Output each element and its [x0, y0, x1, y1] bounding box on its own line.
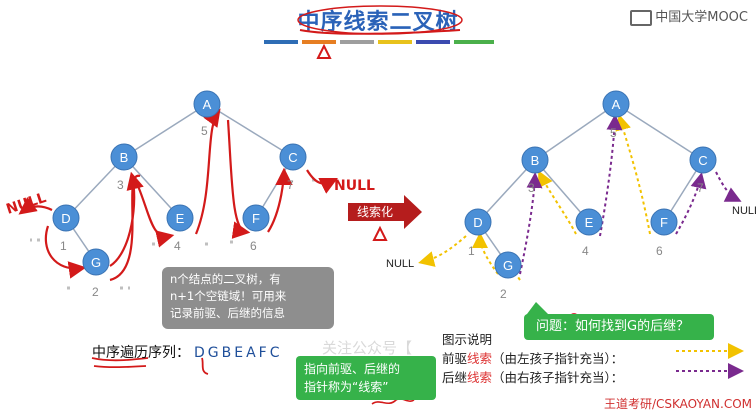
legend: 图示说明 前驱线索（由左孩子指针充当）： 后继线索（由右孩子指针充当）：	[442, 330, 623, 387]
svg-text:D: D	[473, 215, 482, 230]
right-node-D: D	[464, 208, 492, 236]
right-node-E: E	[575, 208, 603, 236]
svg-text:C: C	[698, 153, 707, 168]
svg-text:2: 2	[500, 287, 507, 301]
right-node-B: B	[521, 146, 549, 174]
legend-succ-row: 后继线索（由右孩子指针充当）：	[442, 370, 624, 385]
svg-text:6: 6	[250, 239, 257, 253]
title-circle	[297, 5, 463, 35]
left-node-E: E	[166, 204, 194, 232]
right-node-F: F	[650, 208, 678, 236]
left-node-C: C	[279, 143, 307, 171]
svg-text:7: 7	[287, 178, 294, 192]
svg-text:F: F	[252, 211, 260, 226]
svg-text:B: B	[120, 150, 129, 165]
right-null-right: NULL	[732, 205, 756, 217]
gray-note: n个结点的二叉树，有 n+1个空链域！可用来 记录前驱、后继的信息	[162, 267, 334, 329]
legend-pred-row: 前驱线索（由左孩子指针充当）：	[442, 351, 624, 366]
svg-text:6: 6	[656, 244, 663, 258]
svg-text:A: A	[612, 97, 621, 112]
succ-threads	[519, 114, 742, 275]
site-footer: 王道考研/CSKAOYAN.COM	[603, 397, 752, 411]
right-tree-nodes: A B C D E F G	[464, 90, 717, 279]
inorder-sequence: 中序遍历序列：DGBEAFC	[92, 342, 282, 362]
gray-note-line3: 记录前驱、后继的信息	[170, 306, 285, 320]
svg-text:G: G	[503, 258, 513, 273]
pointer-note-line2: 指针称为“线索”	[304, 380, 389, 394]
gray-note-line2: n+1个空链域！可用来	[170, 289, 287, 303]
thread-arrow-label: 线索化	[357, 205, 393, 219]
svg-text:E: E	[585, 215, 594, 230]
pointer-note-line1: 指向前驱、后继的	[304, 362, 401, 376]
svg-text:E: E	[176, 211, 185, 226]
question-callout: 问题：如何找到G的后继？	[524, 314, 714, 340]
right-node-C: C	[689, 146, 717, 174]
svg-text:D: D	[61, 211, 70, 226]
left-node-F: F	[242, 204, 270, 232]
svg-text:4: 4	[582, 244, 589, 258]
left-node-G: G	[82, 248, 110, 276]
inorder-label: 中序遍历序列：	[92, 345, 190, 361]
seq-mark	[201, 357, 209, 375]
left-null-stubs	[30, 178, 320, 290]
inorder-value: DGBEAFC	[194, 345, 283, 361]
title-mark	[316, 43, 332, 59]
left-null-label-1: NULL	[4, 190, 48, 218]
left-tree-nodes: A B C D E F G	[52, 90, 307, 276]
left-null-label-2: NULL	[334, 178, 375, 194]
svg-text:5: 5	[201, 124, 208, 138]
pointer-squiggle	[371, 398, 415, 405]
legend-title: 图示说明	[442, 332, 493, 347]
brand-logo: 中国大学MOOC	[630, 6, 748, 26]
gray-note-line1: n个结点的二叉树，有	[170, 272, 281, 286]
left-order-numbers: 1 2 3 4 5 6 7	[60, 124, 294, 299]
right-node-G: G	[494, 251, 522, 279]
brand-text: 中国大学MOOC	[655, 10, 748, 25]
svg-text:5: 5	[610, 126, 617, 140]
svg-text:C: C	[288, 150, 297, 165]
svg-text:3: 3	[528, 181, 535, 195]
right-node-A: A	[602, 90, 630, 118]
seq-underline	[91, 357, 149, 369]
mooc-icon	[630, 9, 653, 26]
pointer-note: 指向前驱、后继的 指针称为“线索”	[296, 356, 436, 400]
svg-text:G: G	[91, 255, 101, 270]
left-inorder-trace	[18, 108, 338, 282]
svg-text:A: A	[203, 97, 212, 112]
watermark: 关注公众号【	[322, 339, 413, 357]
pred-threads	[418, 114, 651, 281]
left-node-B: B	[110, 143, 138, 171]
left-node-A: A	[193, 90, 221, 118]
svg-text:1: 1	[468, 244, 475, 258]
right-null-left: NULL	[386, 258, 414, 270]
right-tree-edges	[477, 103, 704, 266]
svg-text:F: F	[660, 215, 668, 230]
left-node-D: D	[52, 204, 80, 232]
thread-arrow: 线索化	[348, 195, 422, 241]
svg-text:3: 3	[117, 178, 124, 192]
svg-text:2: 2	[92, 285, 99, 299]
svg-text:B: B	[531, 153, 540, 168]
svg-text:4: 4	[174, 239, 181, 253]
right-order-numbers: 1 2 3 4 5 6 7	[468, 126, 704, 301]
svg-text:1: 1	[60, 239, 67, 253]
svg-text:7: 7	[697, 181, 704, 195]
